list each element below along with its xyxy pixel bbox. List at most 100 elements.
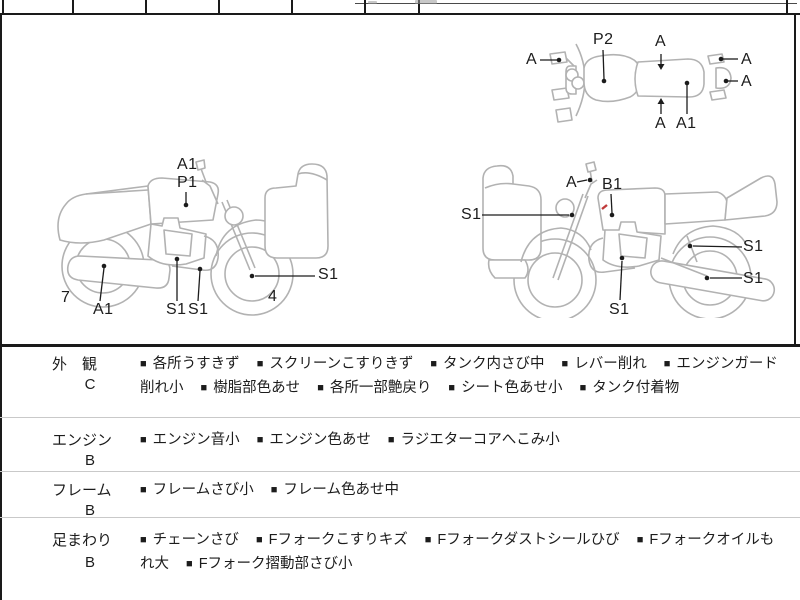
bullet-square-icon: ■ <box>140 534 147 546</box>
label-a-mirror-right: A <box>566 174 578 191</box>
note-text: タンク付着物 <box>592 380 680 396</box>
top-view-leader-lines <box>540 49 738 114</box>
note-text: 各所一部艶戻り <box>329 380 432 396</box>
bullet-square-icon: ■ <box>186 558 193 570</box>
note-item: ■ シート色あせ小 <box>448 380 562 396</box>
label-p2-tank-top: P2 <box>593 31 614 48</box>
cutoff-cell-divider <box>218 0 220 13</box>
note-item: ■エンジンガード削れ小 <box>140 356 778 396</box>
bullet-square-icon: ■ <box>270 484 278 496</box>
note-text: 樹脂部色あせ <box>213 380 301 396</box>
left-side-view-diagram <box>57 159 329 316</box>
sheet-left-border <box>0 13 2 600</box>
left-side-outline <box>57 159 329 316</box>
note-item: ■ ラジエターコアへこみ小 <box>388 432 560 448</box>
label-a-seat-bottom: A <box>655 115 667 132</box>
note-item: ■ レバー削れ <box>562 356 647 372</box>
note-item: ■ 樹脂部色あせ <box>201 380 301 396</box>
section-notes: ■各所うすきず ■スクリーンこすりきず ■タンク内さび中 ■レバー削れ ■エンジ… <box>140 353 786 401</box>
cutoff-table-bottom-border <box>0 13 800 15</box>
note-item: ■各所うすきず <box>140 356 240 372</box>
note-item: ■ 各所一部艶戻り <box>317 380 431 396</box>
top-view-outline <box>549 43 732 123</box>
note-text: レバー削れ <box>574 356 647 372</box>
red-damage-mark <box>601 204 608 210</box>
note-text: エンジン音小 <box>152 432 240 448</box>
bullet-square-icon: ■ <box>256 358 264 370</box>
bullet-square-icon: ■ <box>387 434 395 446</box>
note-item: ■Fフォーク摺動部さび小 <box>186 556 353 572</box>
note-item: ■チェーンさび <box>140 532 239 548</box>
cutoff-cell-divider <box>291 0 293 13</box>
cutoff-cell-divider <box>786 0 788 13</box>
section-notes: ■ エンジン音小 ■エンジン色あせ ■ ラジエターコアへこみ小 <box>140 429 786 453</box>
label-s1-engine-b: S1 <box>188 301 209 318</box>
cutoff-cell-divider <box>364 0 366 13</box>
bullet-square-icon: ■ <box>200 382 208 394</box>
condition-row-frame: フレーム B ■ フレームさび小 ■ フレーム色あせ中 <box>0 471 800 519</box>
note-text: フレームさび小 <box>152 482 254 498</box>
diagram-table-divider <box>0 344 800 347</box>
section-grade: B <box>84 502 95 519</box>
label-a-seat-top: A <box>655 33 667 50</box>
right-side-leader-lines <box>482 179 743 301</box>
note-item: ■ タンク付着物 <box>580 380 680 396</box>
section-grade: B <box>84 452 95 469</box>
bullet-square-icon: ■ <box>424 534 432 546</box>
top-view-diagram <box>540 43 738 123</box>
right-side-view-diagram <box>482 161 778 318</box>
bullet-square-icon: ■ <box>140 434 147 446</box>
note-item: ■Fフォークダストシールひび <box>425 532 620 548</box>
note-item: ■エンジン色あせ <box>257 432 371 448</box>
note-item: ■ フレーム色あせ中 <box>271 482 399 498</box>
bullet-square-icon: ■ <box>430 358 438 370</box>
bullet-square-icon: ■ <box>579 382 587 394</box>
bullet-square-icon: ■ <box>256 434 264 446</box>
note-text: 各所うすきず <box>152 356 240 372</box>
note-text: Fフォークオイルもれ大 <box>140 532 775 572</box>
section-label: 足まわり <box>52 532 113 549</box>
cutoff-text-fragment <box>368 1 377 4</box>
note-item: ■Fフォークオイルもれ大 <box>140 532 774 572</box>
bullet-square-icon: ■ <box>561 358 569 370</box>
section-grade: B <box>84 554 95 571</box>
label-a-rear-right-upper: A <box>741 51 753 68</box>
section-label: フレーム <box>52 482 112 499</box>
bullet-square-icon: ■ <box>317 382 324 394</box>
note-item: ■ エンジン音小 <box>140 432 240 448</box>
bullet-square-icon: ■ <box>140 484 147 496</box>
right-side-leader-dots <box>569 177 710 281</box>
condition-row-engine: エンジン B ■ エンジン音小 ■エンジン色あせ ■ ラジエターコアへこみ小 <box>0 417 800 471</box>
cutoff-grid-line <box>355 3 797 4</box>
note-text: タンク内さび中 <box>443 356 545 372</box>
label-p1-tank-left: P1 <box>177 174 198 191</box>
condition-table: 外 観 C ■各所うすきず ■スクリーンこすりきず ■タンク内さび中 ■レバー削… <box>0 347 800 600</box>
note-text: フレーム色あせ中 <box>283 482 399 498</box>
bullet-square-icon: ■ <box>255 534 263 546</box>
bullet-square-icon: ■ <box>663 358 671 370</box>
note-text: スクリーンこすりきず <box>269 356 414 372</box>
section-notes: ■チェーンさび ■Fフォークこすりキズ ■Fフォークダストシールひび ■Fフォー… <box>140 529 786 577</box>
cutoff-cell-divider <box>145 0 147 13</box>
row-separator <box>0 417 800 418</box>
label-number-4: 4 <box>268 288 278 305</box>
note-item: ■ フレームさび小 <box>140 482 254 498</box>
label-b1-tank-right: B1 <box>602 176 623 193</box>
label-s1-engine-a: S1 <box>166 301 187 318</box>
left-side-leader-lines <box>99 192 315 302</box>
row-separator <box>0 471 800 472</box>
bullet-square-icon: ■ <box>448 382 456 394</box>
note-item: ■ スクリーンこすりきず <box>257 356 414 372</box>
section-grade: C <box>84 376 96 393</box>
top-view-leader-dots <box>556 56 729 104</box>
cutoff-cell-divider <box>2 0 4 13</box>
note-text: ラジエターコアへこみ小 <box>400 432 560 448</box>
note-text: エンジンガード削れ小 <box>140 356 778 396</box>
cutoff-text-fragment <box>415 0 437 4</box>
note-item: ■ タンク内さび中 <box>430 356 544 372</box>
left-side-leader-dots <box>101 202 255 279</box>
section-label: エンジン <box>52 432 113 449</box>
note-text: シート色あせ小 <box>461 380 563 396</box>
row-separator <box>0 517 800 518</box>
